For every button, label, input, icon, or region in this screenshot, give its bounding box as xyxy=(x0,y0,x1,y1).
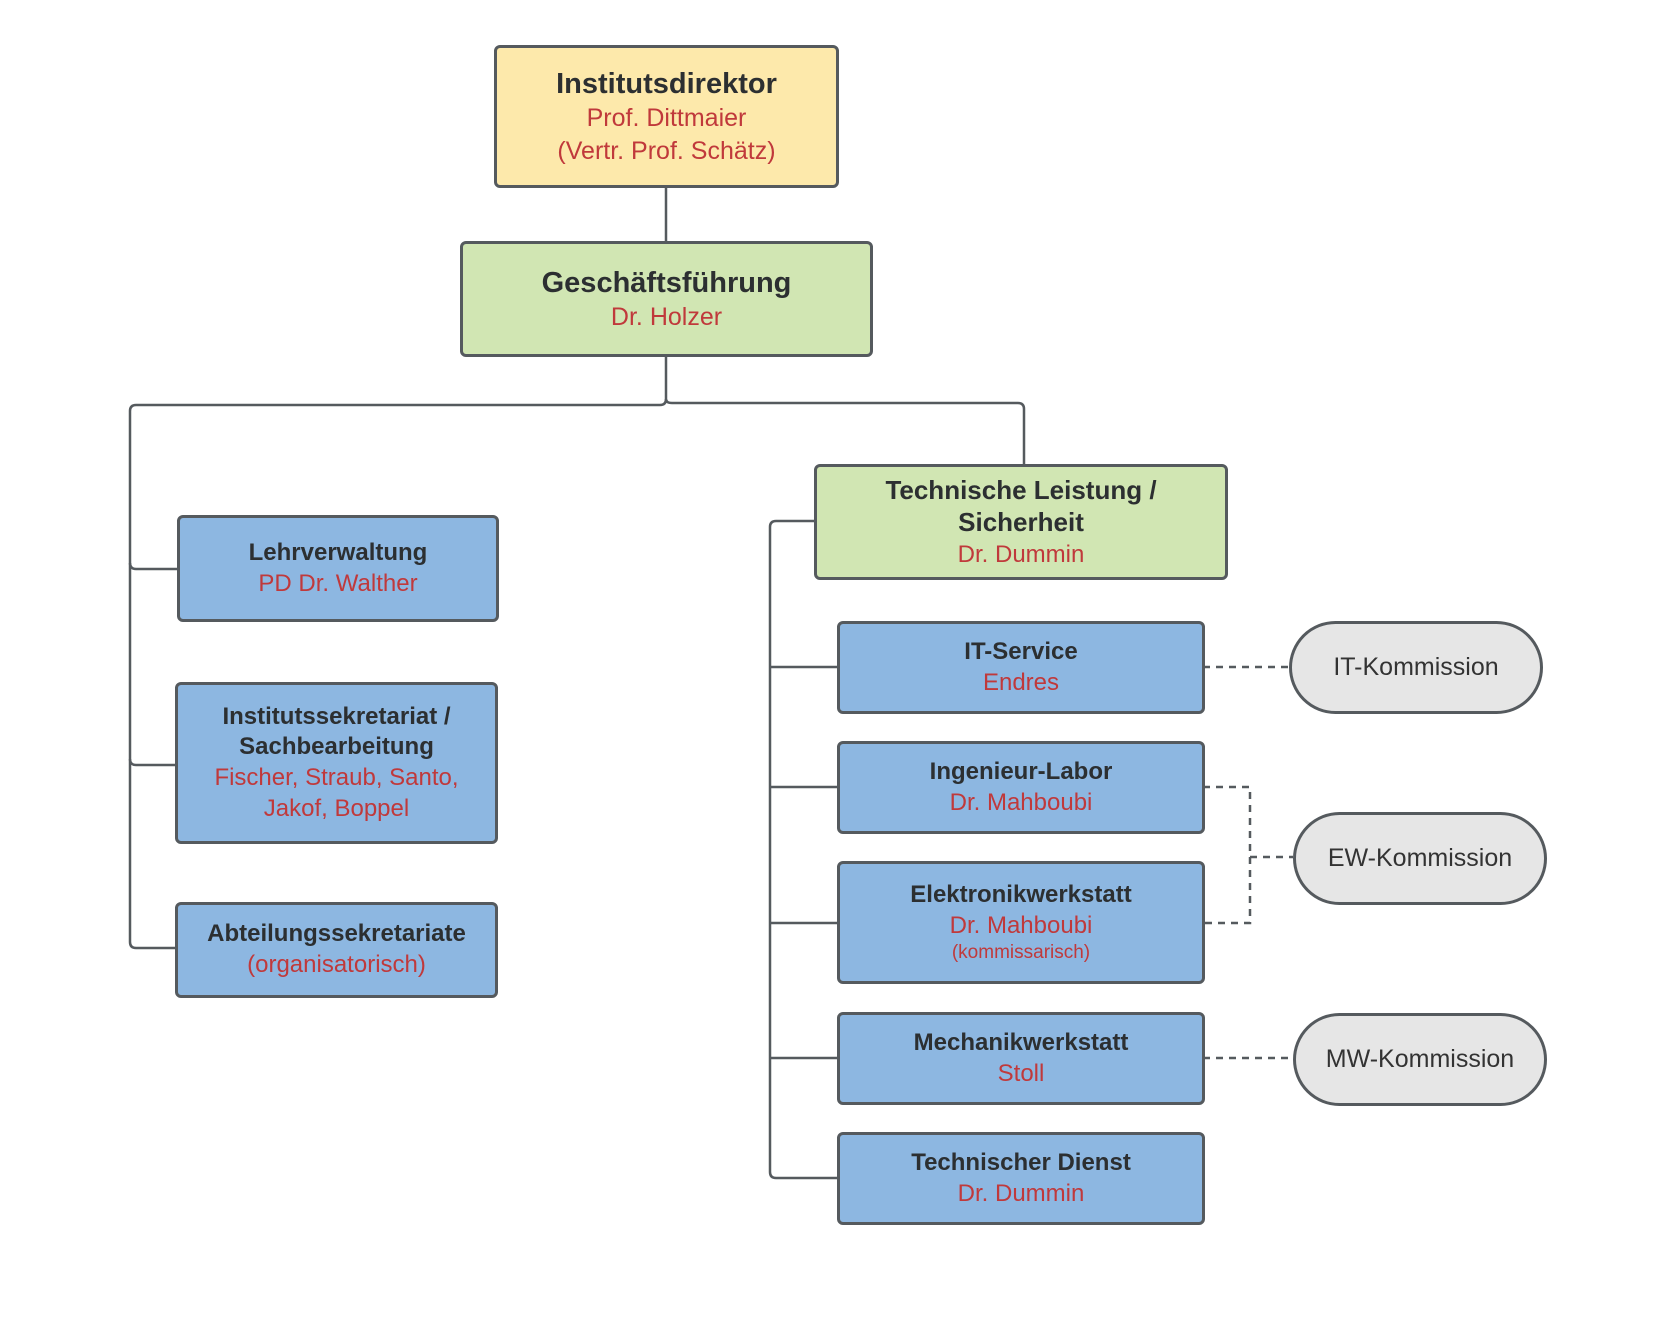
abteilungssekretariate-box: Abteilungssekretariate (organisatorisch) xyxy=(175,902,498,998)
institutssekretariat-title-line1: Institutssekretariat / xyxy=(222,702,451,730)
abteilungssekretariate-title: Abteilungssekretariate xyxy=(207,920,466,948)
institutssekretariat-title-line2: Sachbearbeitung xyxy=(239,732,434,760)
director-person: Prof. Dittmaier xyxy=(586,104,747,133)
director-title: Institutsdirektor xyxy=(556,67,777,100)
mechanikwerkstatt-box: Mechanikwerkstatt Stoll xyxy=(837,1012,1205,1105)
mw-kommission: MW-Kommission xyxy=(1293,1013,1547,1106)
connector-lehrverwaltung xyxy=(128,562,177,571)
connector-bus-right xyxy=(664,398,1026,465)
it-service-box: IT-Service Endres xyxy=(837,621,1205,714)
elektronikwerkstatt-note: (kommissarisch) xyxy=(951,941,1091,963)
connector-institutssekretariat xyxy=(128,758,175,767)
technischer-dienst-box: Technischer Dienst Dr. Dummin xyxy=(837,1132,1205,1225)
it-service-title: IT-Service xyxy=(964,637,1078,665)
connector-bus-left xyxy=(128,398,668,942)
elektronikwerkstatt-title: Elektronikwerkstatt xyxy=(910,880,1132,908)
technischer-dienst-title: Technischer Dienst xyxy=(911,1148,1131,1176)
ingenieur-labor-title: Ingenieur-Labor xyxy=(929,757,1113,785)
abteilungssekretariate-person: (organisatorisch) xyxy=(247,951,426,979)
mechanikwerkstatt-person: Stoll xyxy=(997,1059,1045,1087)
connector-abteilungssekretariate xyxy=(128,941,175,950)
institutssekretariat-person-line2: Jakof, Boppel xyxy=(263,795,410,822)
lehrverwaltung-box: Lehrverwaltung PD Dr. Walther xyxy=(177,515,499,622)
director-note: (Vertr. Prof. Schätz) xyxy=(557,136,776,165)
institutssekretariat-box: Institutssekretariat / Sachbearbeitung F… xyxy=(175,682,498,844)
dashed-ingenieur-ew xyxy=(1203,785,1252,925)
management-person: Dr. Holzer xyxy=(610,302,723,331)
it-kommission: IT-Kommission xyxy=(1289,621,1543,714)
lehrverwaltung-title: Lehrverwaltung xyxy=(248,538,428,566)
management-box: Geschäftsführung Dr. Holzer xyxy=(460,241,873,357)
it-service-person: Endres xyxy=(982,668,1060,696)
technical-title-line1: Technische Leistung / xyxy=(885,474,1157,505)
director-box: Institutsdirektor Prof. Dittmaier (Vertr… xyxy=(494,45,839,188)
lehrverwaltung-person: PD Dr. Walther xyxy=(258,569,418,597)
management-title: Geschäftsführung xyxy=(541,266,792,299)
ingenieur-labor-box: Ingenieur-Labor Dr. Mahboubi xyxy=(837,741,1205,834)
technical-box: Technische Leistung / Sicherheit Dr. Dum… xyxy=(814,464,1228,580)
ingenieur-labor-person: Dr. Mahboubi xyxy=(949,788,1093,816)
connector-technical-trunk xyxy=(768,519,814,1172)
institutssekretariat-person-line1: Fischer, Straub, Santo, xyxy=(214,763,459,791)
mechanikwerkstatt-title: Mechanikwerkstatt xyxy=(913,1028,1129,1056)
elektronikwerkstatt-person: Dr. Mahboubi xyxy=(949,911,1093,939)
technischer-dienst-person: Dr. Dummin xyxy=(957,1179,1085,1207)
technical-person: Dr. Dummin xyxy=(957,540,1085,568)
elektronikwerkstatt-box: Elektronikwerkstatt Dr. Mahboubi (kommis… xyxy=(837,861,1205,984)
connector-technischer-dienst xyxy=(768,1171,837,1180)
ew-kommission: EW-Kommission xyxy=(1293,812,1547,905)
technical-title-line2: Sicherheit xyxy=(958,507,1084,538)
